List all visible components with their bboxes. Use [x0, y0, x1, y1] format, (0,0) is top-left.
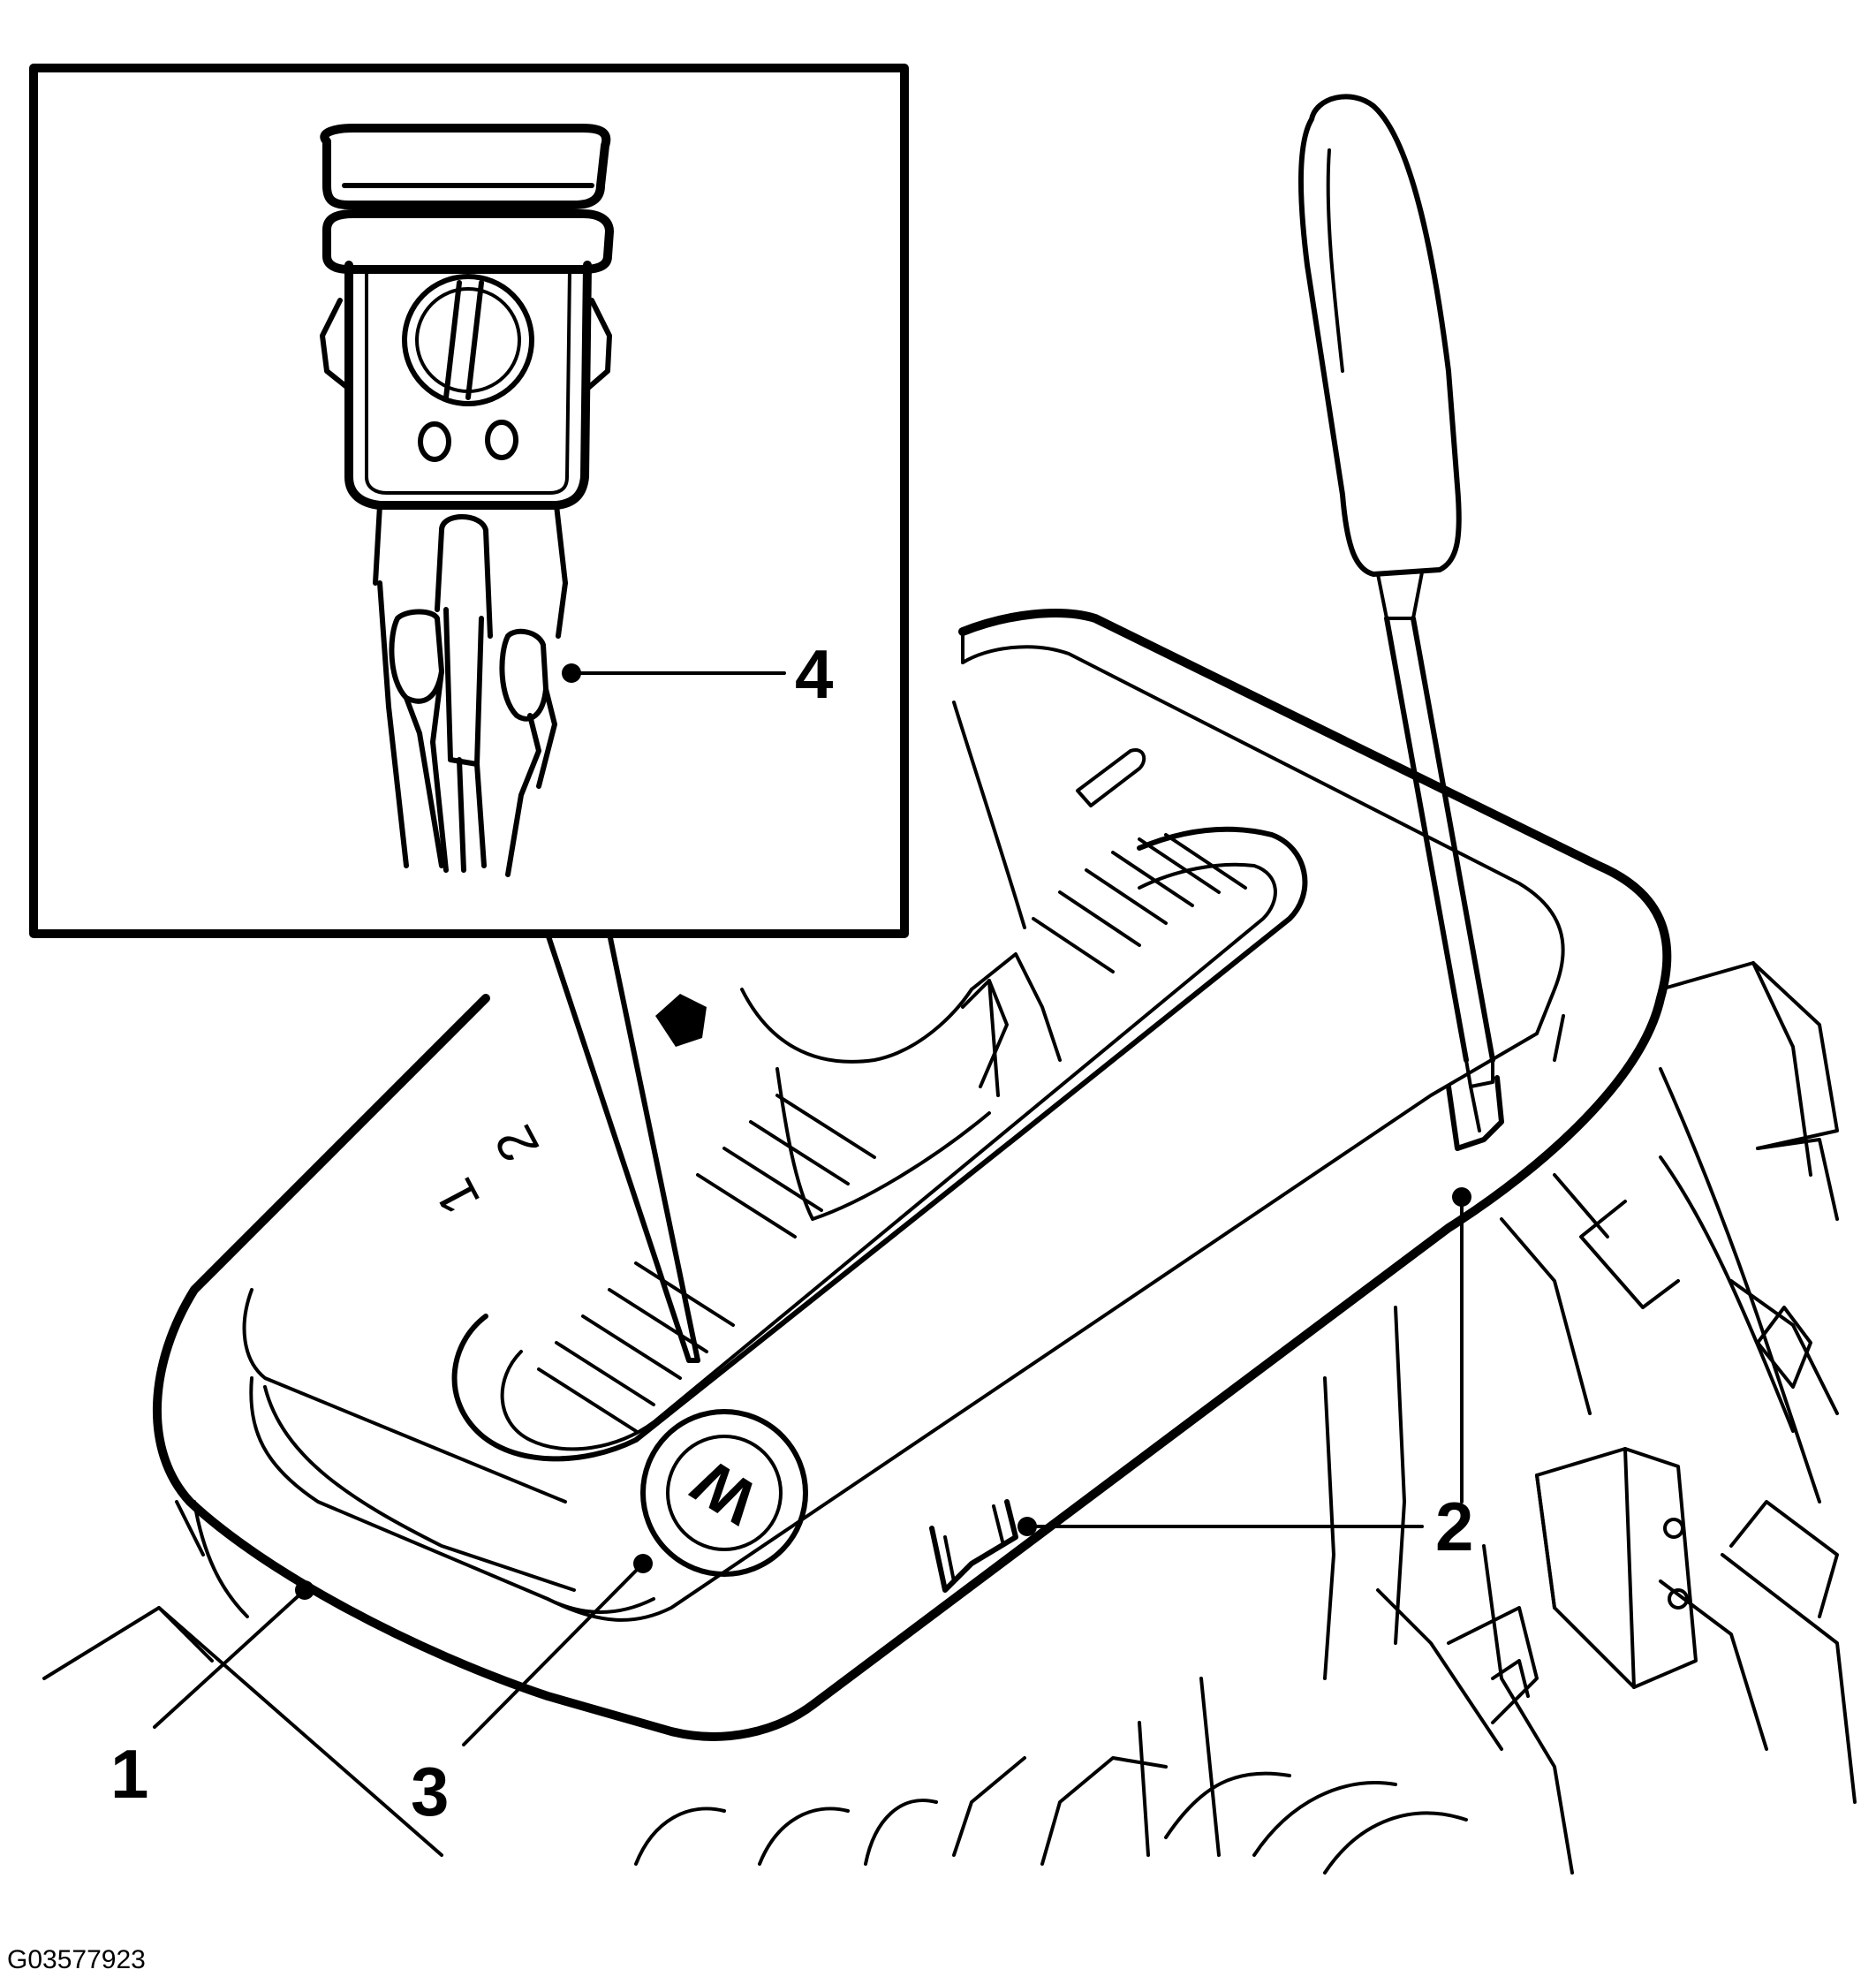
callout-3-label: 3	[411, 1753, 449, 1830]
selector-gate	[451, 701, 1308, 1462]
callout-1: 1	[110, 1580, 314, 1813]
callout-4: 4	[562, 635, 833, 713]
bulb-holder	[320, 124, 614, 877]
position-marker	[655, 994, 707, 1047]
screwdriver	[1298, 94, 1495, 1088]
figure-id: G03577923	[7, 1945, 146, 1974]
callout-2-label: 2	[1435, 1488, 1473, 1565]
selector-console-cover	[152, 609, 1672, 1741]
cover-clip-front	[929, 1499, 1018, 1593]
detail-inset	[29, 64, 909, 1363]
underlying-mechanism	[42, 961, 1857, 1875]
callout-1-label: 1	[110, 1735, 148, 1813]
cover-clip-rear	[1446, 1075, 1504, 1151]
gear-mark-1: 1	[424, 1169, 492, 1224]
gate-hatching	[537, 833, 1247, 1433]
winter-symbol: W	[681, 1445, 769, 1537]
callout-4-label: 4	[795, 635, 833, 713]
callout-2: 2	[1017, 1187, 1473, 1565]
gear-mark-2: 2	[483, 1116, 551, 1171]
callout-3: 3	[411, 1554, 653, 1830]
winter-mode-switch: W	[640, 1409, 808, 1577]
